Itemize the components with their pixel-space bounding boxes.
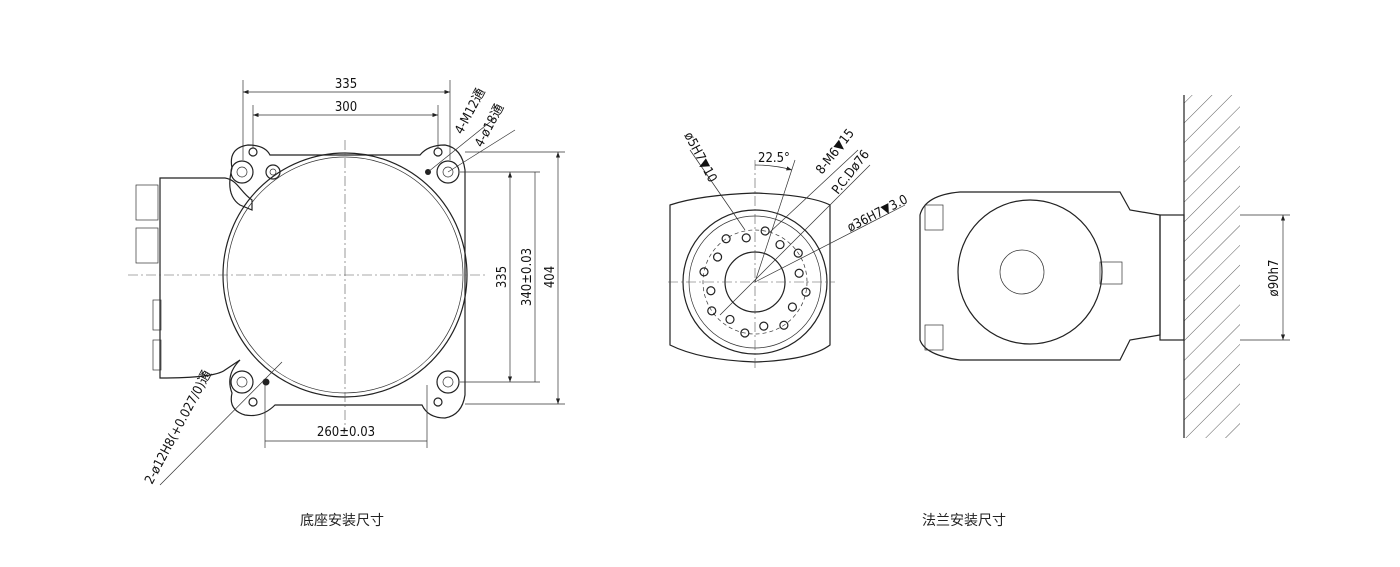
dim-height-inner: 335: [495, 266, 510, 288]
flange-hole: [725, 314, 735, 325]
connector: [135, 184, 159, 221]
flange-hole: [779, 320, 789, 330]
flange-hole: [801, 287, 811, 297]
flange-hole: [740, 328, 750, 338]
flange-hole: [793, 248, 803, 258]
dim-shaft: ø90h7: [1267, 260, 1282, 297]
flange-hole: [794, 268, 804, 278]
label-bore: ø36H7▼3.0: [845, 192, 910, 235]
caption-base: 底座安装尺寸: [300, 512, 384, 528]
dim-width-outer: 335: [335, 77, 357, 92]
flange-hole: [712, 252, 723, 262]
flange-front-view: 22.5° ø5H7▼10 8-M6▼15 P.C.Dø76 ø36H7▼3.0: [668, 126, 910, 370]
bolt-holes: [230, 147, 460, 407]
flange-side-view: ø90h7: [919, 95, 1290, 438]
flange-hole: [787, 302, 798, 312]
dim-height-outer: 404: [543, 266, 558, 288]
base-view: 335 300 335 340±0.03 404 260±0.03 4-M12通…: [128, 77, 565, 487]
flange-hole: [741, 233, 751, 243]
label-pin: ø5H7▼10: [680, 130, 719, 185]
flange-hole: [775, 239, 785, 250]
dim-angle: 22.5°: [758, 151, 790, 166]
caption-flange: 法兰安装尺寸: [922, 512, 1006, 528]
flange-hole: [706, 286, 716, 296]
dim-width-inner: 300: [335, 100, 357, 115]
dim-bottom-tol: 260±0.03: [317, 425, 375, 440]
flange-hole: [699, 267, 709, 277]
flange-hole: [760, 226, 770, 236]
label-pin-holes: 2-ø12H8(+0.027/0)通: [142, 368, 215, 487]
dim-height-tol: 340±0.03: [520, 248, 535, 306]
flange-hole: [721, 234, 731, 244]
connector: [135, 227, 159, 264]
flange-hole: [759, 321, 769, 331]
flange-holes: [699, 226, 811, 338]
flange-hole: [707, 306, 717, 316]
